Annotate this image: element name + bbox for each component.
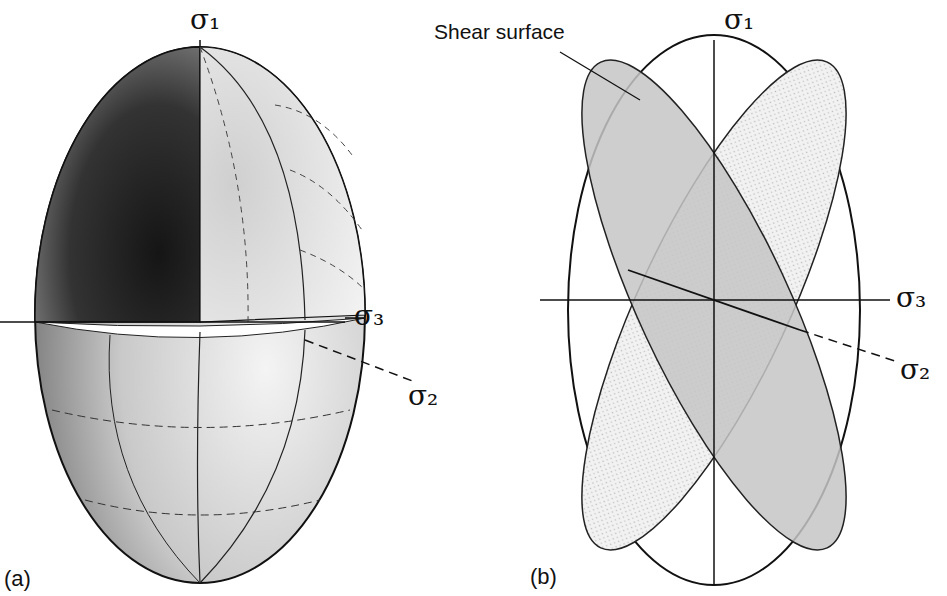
axis-label: σ₃ (354, 302, 384, 330)
panel-label: (b) (530, 566, 557, 588)
axis-label: σ₂ (900, 356, 930, 384)
axis-label: σ₁ (190, 6, 220, 34)
axis-label: σ₁ (724, 6, 754, 34)
axis-label: σ₂ (408, 382, 438, 410)
ellipsoid-b (533, 30, 898, 585)
callout-label: Shear surface (432, 20, 567, 43)
axis-label: σ₃ (896, 284, 926, 312)
panel-label: (a) (4, 568, 31, 590)
ellipsoid-a (0, 40, 415, 583)
leader-line (560, 52, 640, 100)
